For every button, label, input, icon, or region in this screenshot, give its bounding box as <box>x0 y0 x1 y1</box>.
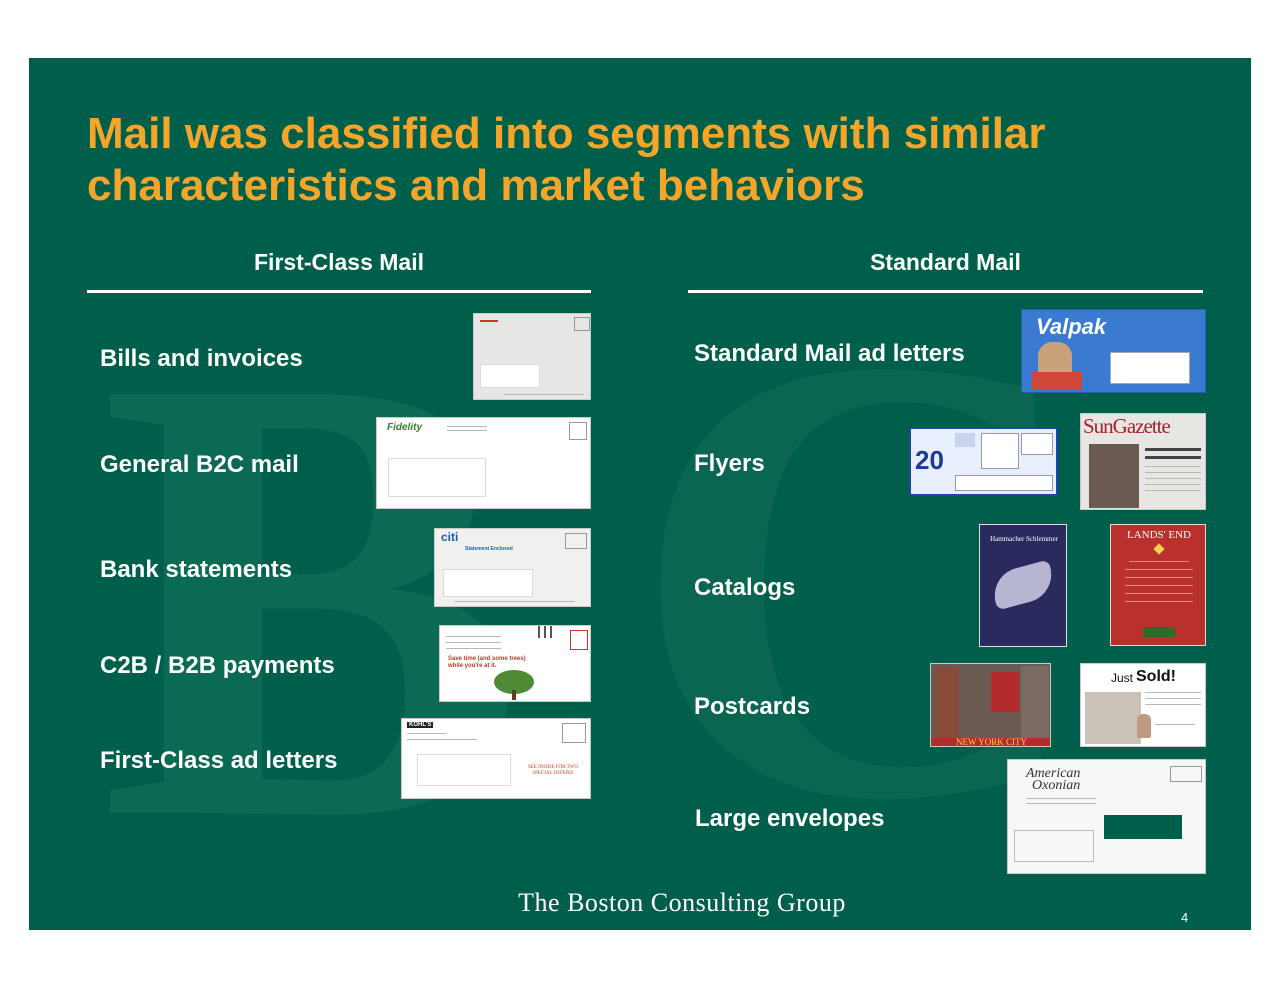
fidelity-envelope-image: Fidelity <box>376 417 591 509</box>
hammacher-catalog-image: Hammacher Schlemmer <box>979 524 1067 647</box>
label-postcards: Postcards <box>694 693 811 720</box>
citi-envelope-image: citi Statement Enclosed <box>434 528 591 607</box>
first-class-heading: First-Class Mail <box>254 249 424 275</box>
label-bills-invoices: Bills and invoices <box>100 345 303 372</box>
citi-logo: citi <box>441 530 459 544</box>
house-photo <box>1085 692 1141 744</box>
slide-title: Mail was classified into segments with s… <box>87 109 1046 210</box>
valpak-logo: Valpak <box>1036 314 1107 339</box>
payment-envelope-image: Save time (and some trees) while you're … <box>439 625 591 702</box>
agent-photo <box>1137 714 1151 738</box>
kohls-logo: KOHL'S <box>407 722 434 728</box>
bills-envelope-image <box>473 313 591 400</box>
label-c2b-b2b: C2B / B2B payments <box>100 652 335 679</box>
sungazette-masthead: SunGazette <box>1083 414 1171 438</box>
kohls-envelope-image: KOHL'S SEE INSIDE FOR TWO SPECIAL OFFERS… <box>401 718 591 799</box>
label-flyers: Flyers <box>694 450 765 477</box>
oxonian-envelope-image: American Oxonian <box>1007 759 1206 874</box>
slide: B C Mail was classified into segments wi… <box>29 58 1251 930</box>
standard-heading: Standard Mail <box>870 249 1021 275</box>
sungazette-flyer-image: SunGazette <box>1080 413 1206 510</box>
page-number: 4 <box>1181 910 1189 925</box>
catalog-product <box>988 559 1058 611</box>
star-icon <box>1153 543 1165 555</box>
landsend-catalog-image: LANDS' END <box>1110 524 1206 646</box>
coupon-flyer-image: 20 <box>909 427 1058 496</box>
label-standard-ad: Standard Mail ad letters <box>694 340 965 367</box>
first-class-rule <box>87 290 591 293</box>
label-general-b2c: General B2C mail <box>100 451 299 478</box>
label-large-envelopes: Large envelopes <box>695 805 885 832</box>
fidelity-logo: Fidelity <box>387 422 423 433</box>
bcg-logo: The Boston Consulting Group <box>518 888 846 917</box>
label-catalogs: Catalogs <box>694 574 796 601</box>
nyc-postcard-image: NEW YORK CITY <box>930 663 1051 747</box>
just-sold-postcard-image: Just Sold! <box>1080 663 1206 747</box>
newspaper-photo <box>1089 444 1139 508</box>
envelope-window <box>1104 815 1182 839</box>
standard-rule <box>688 290 1203 293</box>
label-first-class-ad: First-Class ad letters <box>100 747 338 774</box>
label-bank-statements: Bank statements <box>100 556 293 583</box>
valpak-envelope-image: Valpak <box>1021 309 1206 393</box>
